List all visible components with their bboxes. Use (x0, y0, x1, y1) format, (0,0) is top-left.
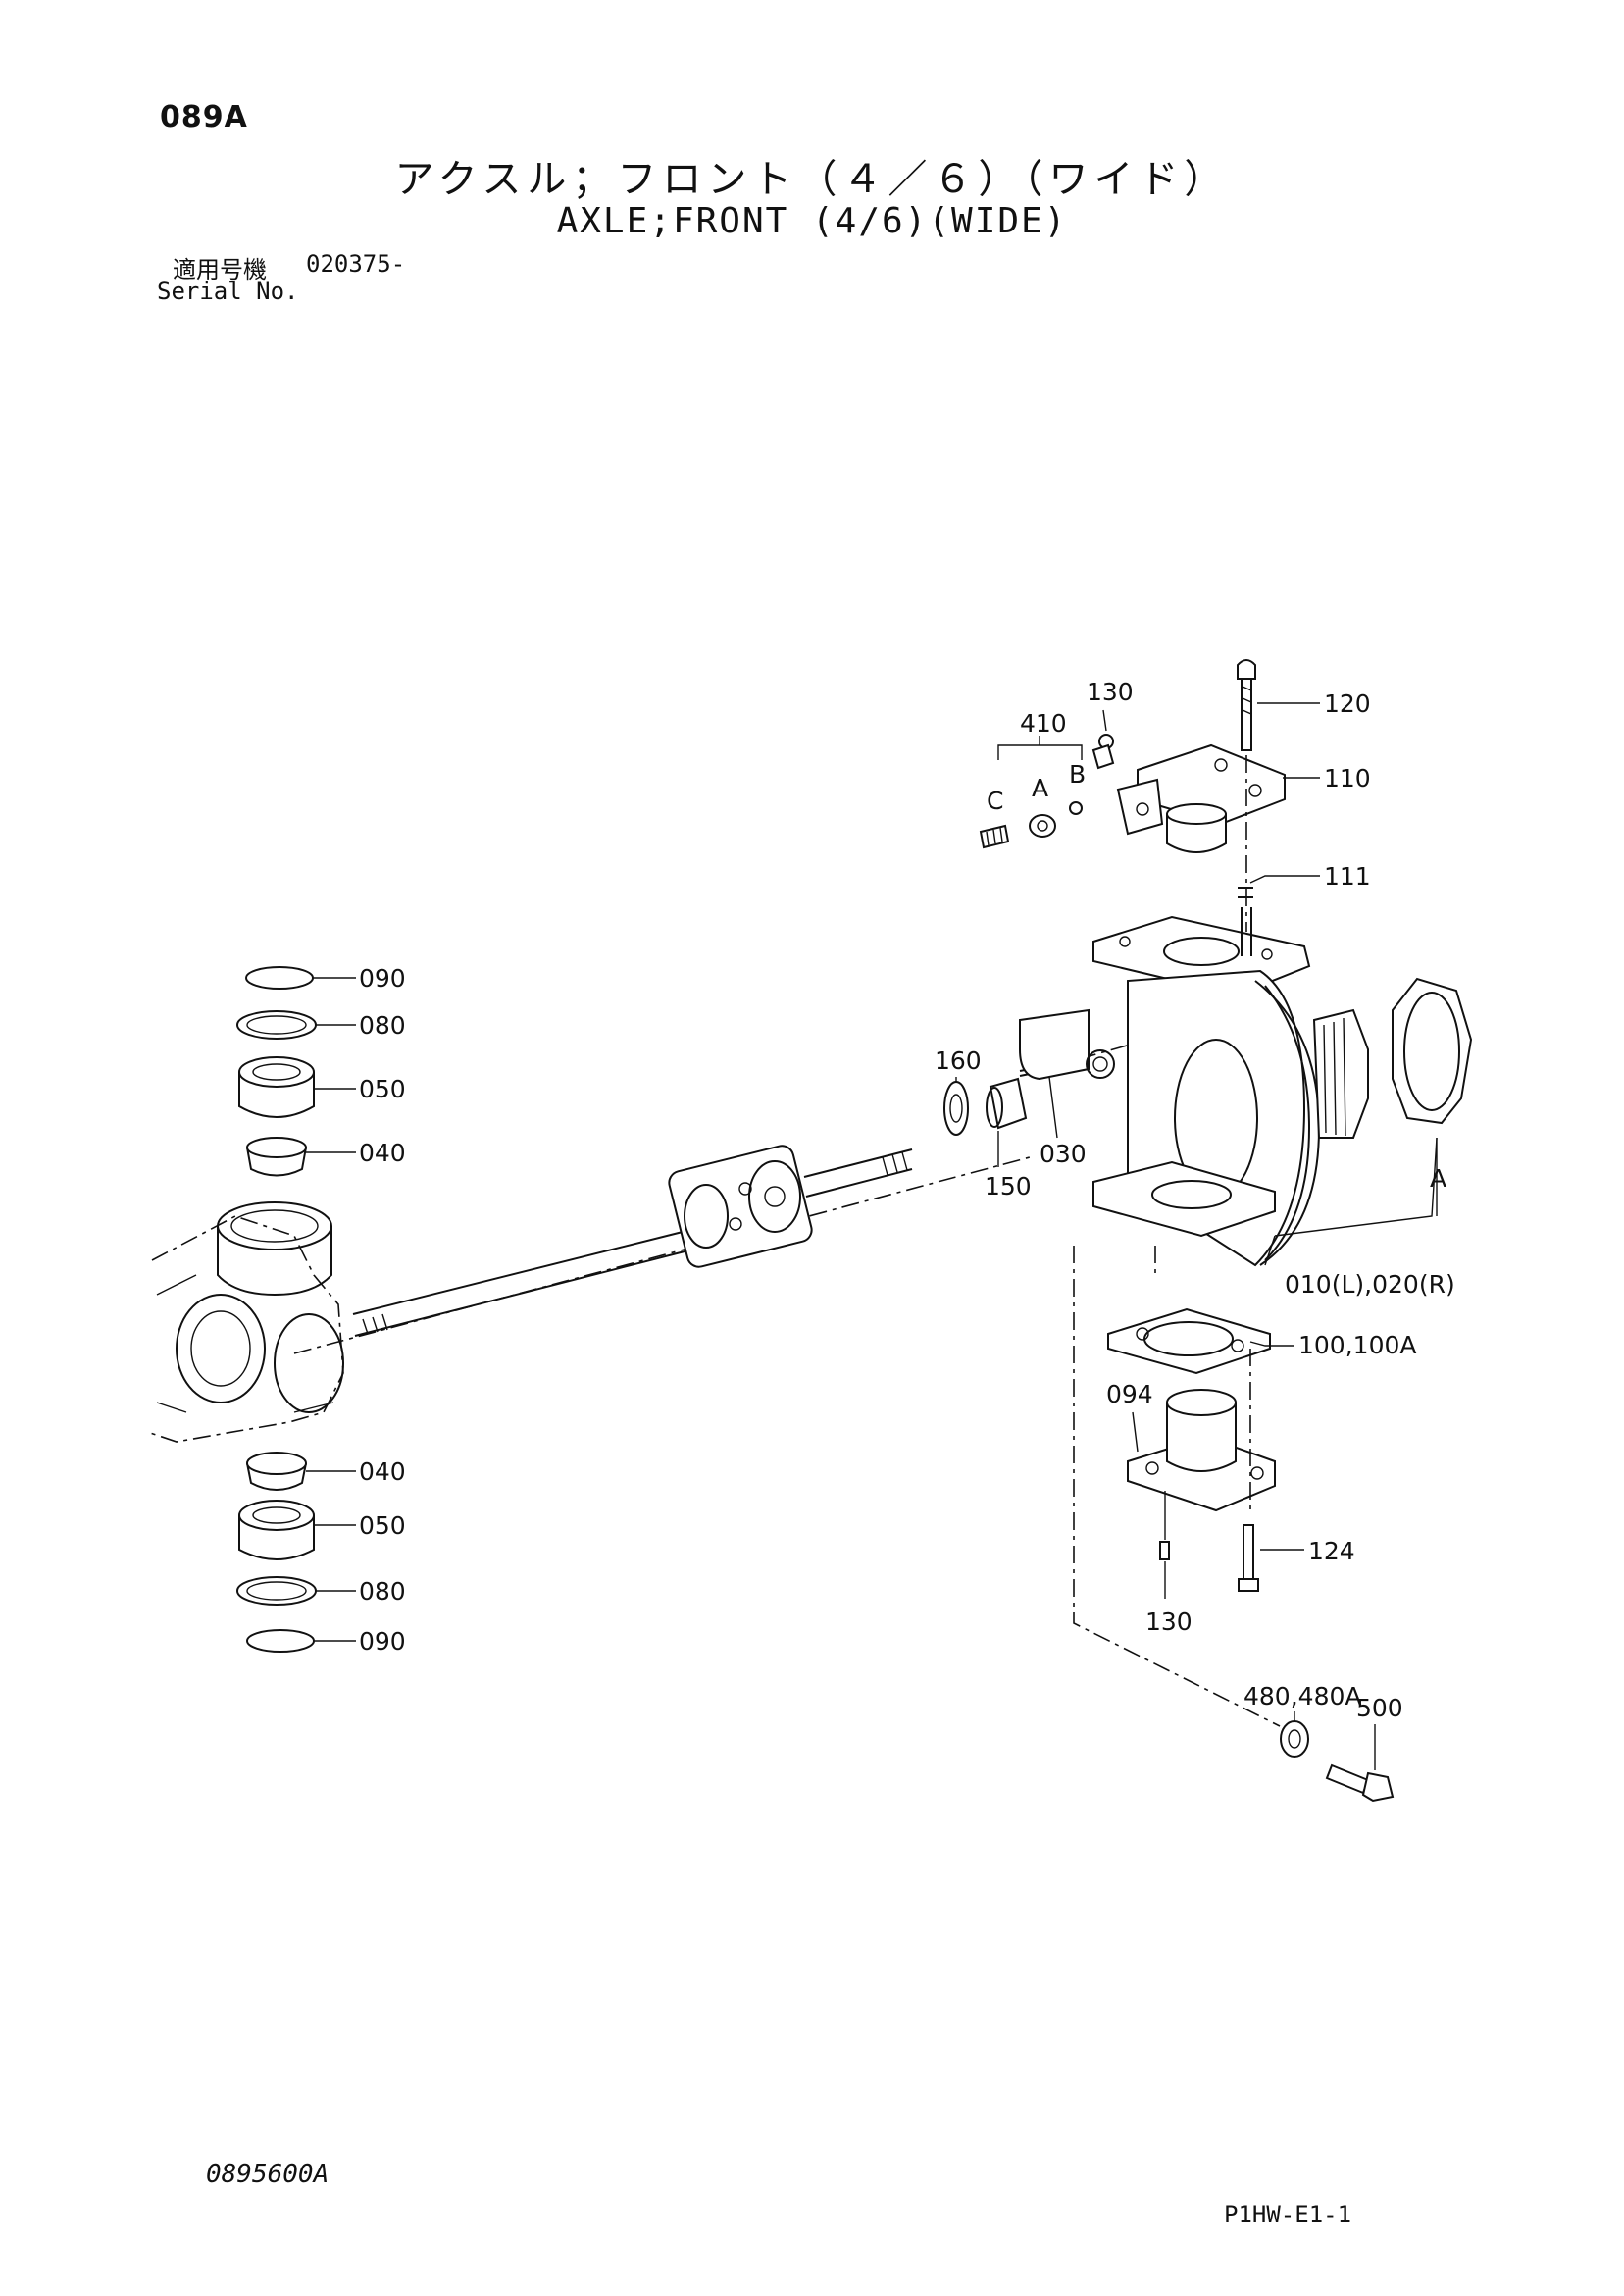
callout-b: B (1069, 760, 1086, 789)
callout-130-bottom: 130 (1145, 1607, 1193, 1636)
callout-010-020: 010(L),020(R) (1285, 1270, 1455, 1299)
callout-094: 094 (1106, 1380, 1153, 1408)
callout-080-bottom: 080 (359, 1577, 406, 1606)
callout-480: 480,480A (1243, 1682, 1361, 1710)
callout-110: 110 (1324, 764, 1371, 792)
callout-150: 150 (985, 1172, 1032, 1200)
callout-030: 030 (1040, 1140, 1087, 1168)
callout-124: 124 (1308, 1537, 1355, 1565)
callout-160: 160 (935, 1046, 982, 1075)
callout-050-top: 050 (359, 1075, 406, 1103)
callout-500: 500 (1356, 1694, 1403, 1722)
axle-housing-drawing (146, 1201, 344, 1443)
drive-shaft-drawing (293, 1145, 1031, 1354)
callout-labels: 410 130 120 110 111 C A B 090 080 050 04… (359, 678, 1455, 1722)
callout-040-top: 040 (359, 1139, 406, 1167)
bearing-stack-bottom (236, 1452, 317, 1653)
leader-lines (306, 702, 1438, 1770)
callout-040-bottom: 040 (359, 1457, 406, 1486)
callout-090-bottom: 090 (359, 1627, 406, 1656)
page-title-japanese: アクスル；フロント（４／６）（ワイド） (394, 157, 1230, 202)
callout-130-top: 130 (1087, 678, 1134, 706)
serial-number-value: 020375- (306, 250, 406, 278)
page-title-english: AXLE;FRONT (4/6)(WIDE) (556, 201, 1068, 241)
page-number: 089A (160, 100, 248, 134)
callout-050-bottom: 050 (359, 1511, 406, 1540)
figure-number: 0895600A (206, 2160, 330, 2189)
bottom-cap-assembly-drawing (1107, 1307, 1276, 1592)
steering-knuckle-drawing (1019, 915, 1473, 1267)
sheet-id: P1HW-E1-1 (1224, 2201, 1352, 2228)
callout-100: 100,100A (1298, 1331, 1416, 1359)
serial-label-japanese: 適用号機 (173, 256, 267, 283)
callout-080-top: 080 (359, 1011, 406, 1040)
callout-c: C (987, 787, 1003, 815)
callout-a-top: A (1032, 774, 1048, 802)
bearing-stack-top (236, 966, 317, 1177)
callout-410: 410 (1020, 709, 1067, 738)
callout-111: 111 (1324, 862, 1371, 891)
top-cap-assembly-drawing (979, 659, 1286, 956)
serial-label-english: Serial No. (157, 278, 299, 305)
callout-120: 120 (1324, 689, 1371, 718)
bolt-washer-drawing (1073, 1246, 1395, 1803)
callout-a-right: A (1430, 1164, 1446, 1193)
callout-090-top: 090 (359, 964, 406, 993)
